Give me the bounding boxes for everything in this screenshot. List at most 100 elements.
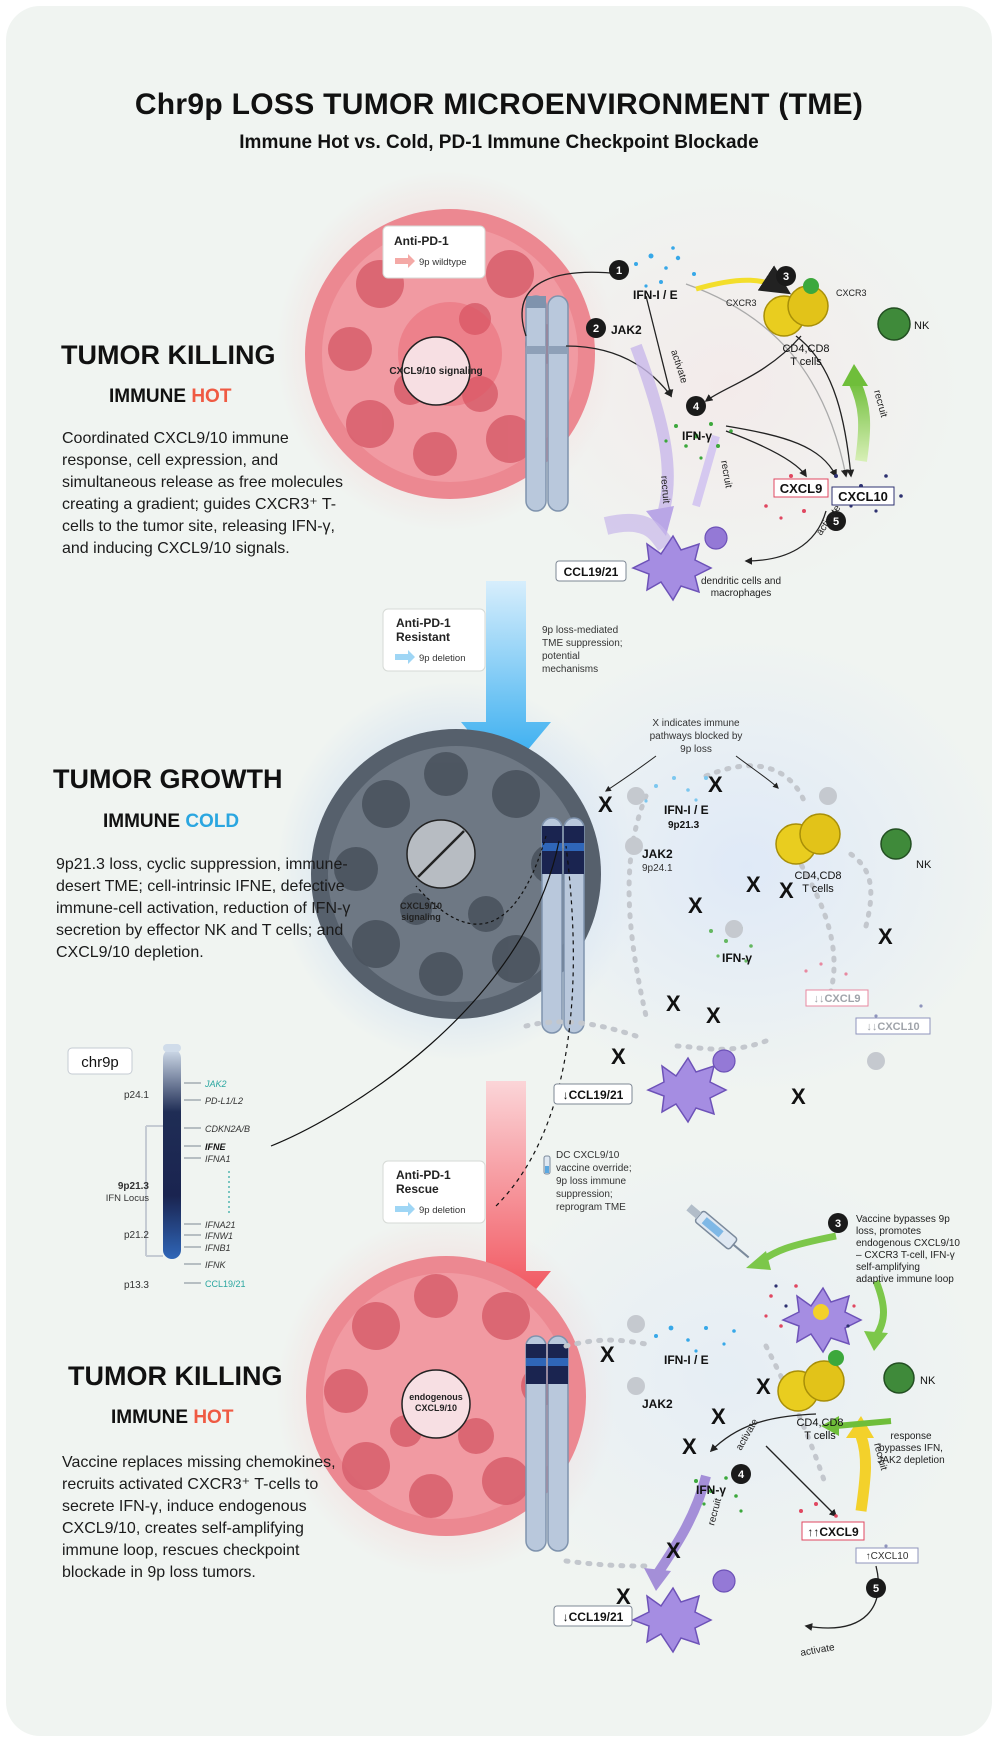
ccl-box-3	[553, 1605, 633, 1627]
jak2-label-1: JAK2	[611, 323, 642, 337]
section2-subheading: IMMUNE COLD	[103, 811, 239, 833]
section2-heading: TUMOR GROWTH	[53, 764, 283, 794]
gene-ifne: IFNE	[205, 1142, 226, 1152]
recruit-label-1a: recruit	[658, 475, 671, 504]
vaccine-dc	[764, 1284, 863, 1354]
response-note-2: JAK2 depletion	[877, 1455, 944, 1466]
step-2-label: 2	[593, 323, 599, 335]
tumor3-label-1: endogenous	[409, 1392, 463, 1402]
section2-sub-prefix: IMMUNE	[103, 811, 186, 832]
section1-subheading: IMMUNE HOT	[109, 386, 231, 408]
legend3-arrow	[395, 1202, 415, 1216]
section3-sub-prefix: IMMUNE	[111, 1407, 194, 1428]
legend3-title-1: Anti-PD-1	[396, 1168, 451, 1182]
cxcl10-box-2	[855, 1017, 931, 1035]
legend3-item: 9p deletion	[419, 1205, 465, 1216]
tcells-label-2a: CD4,CD8	[794, 870, 841, 882]
step3-marker-label: 3	[835, 1218, 841, 1230]
block-x-7: X	[666, 991, 681, 1016]
step-4: 4	[686, 396, 706, 416]
ifng-label-1: IFN-γ	[682, 429, 712, 443]
tcells-3	[777, 1350, 915, 1412]
gene-ifnb1: IFNB1	[205, 1243, 231, 1253]
vaccine-note-3: – CXCR3 T-cell, IFN-γ	[856, 1250, 955, 1261]
transition1-note-1: TME suppression;	[542, 638, 623, 649]
x-note-1: pathways blocked by	[650, 731, 743, 742]
transition2-note-4: reprogram TME	[556, 1202, 626, 1213]
cxcl9-label-2: ↓↓CXCL9	[813, 993, 860, 1005]
dendritic-cell-1	[631, 526, 728, 602]
grey-steps-2	[625, 787, 885, 1070]
cxcl9-box-3	[801, 1521, 865, 1541]
dendritic-cell-3	[631, 1569, 736, 1654]
dc-label-1a: dendritic cells and	[701, 576, 781, 587]
block-x-5: X	[779, 878, 794, 903]
x-note-2: 9p loss	[680, 744, 712, 755]
figure-panel: Chr9p LOSS TUMOR MICROENVIRONMENT (TME) …	[6, 6, 992, 1736]
vaccine-note-2: endogenous CXCL9/10	[856, 1238, 960, 1249]
step-5: 5	[826, 511, 846, 531]
ccl-label-3: ↓CCL19/21	[563, 1610, 624, 1624]
recruit-label-1b: recruit	[718, 460, 734, 489]
transition2-note-3: suppression;	[556, 1189, 613, 1200]
diagram-labels: Anti-PD-1 9p wildtype CXCL9/10 signaling	[67, 225, 960, 1659]
band-ifn-locus: IFN Locus	[106, 1193, 150, 1204]
response-note-0: response	[890, 1431, 932, 1442]
legend2-title-2: Resistant	[396, 630, 450, 644]
tcells-label-3a: CD4,CD8	[796, 1417, 843, 1429]
legend2-item: 9p deletion	[419, 653, 465, 664]
tcells-label-2b: T cells	[802, 883, 834, 895]
transition2-note-1: vaccine override;	[556, 1163, 632, 1174]
step-4-label: 4	[693, 401, 700, 413]
gene-ifna21: IFNA21	[205, 1220, 236, 1230]
response-note-1: bypasses IFN,	[879, 1443, 943, 1454]
steps-3	[627, 1315, 886, 1598]
gene-pdl1: PD-L1/L2	[205, 1096, 243, 1106]
ccl-box-1	[555, 560, 627, 582]
transition2-note-2: 9p loss immune	[556, 1176, 626, 1187]
gene-ifnw1: IFNW1	[205, 1231, 233, 1241]
legend2-title-1: Anti-PD-1	[396, 616, 451, 630]
tcells-2	[775, 813, 912, 865]
blocked-markers-3: X X X X X X	[600, 1342, 771, 1609]
ccl-box-2	[553, 1083, 633, 1105]
section2-sub-emph: COLD	[185, 811, 240, 832]
cxcl9-box-2	[805, 989, 869, 1007]
jak2-label-3: JAK2	[642, 1397, 673, 1411]
transition1-note-0: 9p loss-mediated	[542, 625, 618, 636]
ifn-ie-label-3: IFN-I / E	[664, 1353, 709, 1367]
cxcl9-label-1: CXCL9	[780, 481, 823, 496]
tumor2-label-2: signaling	[401, 912, 441, 922]
band-p13-3: p13.3	[124, 1280, 149, 1291]
dc-label-1b: macrophages	[711, 588, 772, 599]
legend1-title: Anti-PD-1	[394, 234, 449, 248]
transition1-note-2: potential	[542, 651, 580, 662]
activate-label-3a: activate	[734, 1417, 761, 1453]
band-p24: p24.1	[124, 1090, 149, 1101]
band-p21-2: p21.2	[124, 1230, 149, 1241]
x-note-0: X indicates immune	[652, 718, 740, 729]
step-3: 3	[776, 266, 796, 286]
block-x-10: X	[791, 1084, 806, 1109]
vaccine-note-5: adaptive immune loop	[856, 1274, 954, 1285]
section2-description: 9p21.3 loss, cyclic suppression, immune-…	[56, 856, 351, 961]
vaccine-note-1: loss, promotes	[856, 1226, 921, 1237]
step-2: 2	[586, 318, 606, 338]
section3-heading: TUMOR KILLING	[68, 1361, 283, 1391]
tcells-label-1a: CD4,CD8	[782, 343, 829, 355]
block-x-9: X	[611, 1044, 626, 1069]
legend3-title-2: Rescue	[396, 1182, 439, 1196]
ifng-dots-1	[664, 422, 733, 460]
chr-label-box	[67, 1047, 133, 1075]
jak2-label-2: JAK2	[642, 847, 673, 861]
blocked-markers-2: X X X X X X X X X X	[598, 772, 893, 1109]
block3-x-4: X	[682, 1434, 697, 1459]
gene-jak2: JAK2	[204, 1079, 227, 1089]
section1-description: Coordinated CXCL9/10 immune response, ce…	[62, 430, 344, 557]
legend1-arrow	[395, 254, 415, 268]
step3-marker: 3	[828, 1213, 848, 1233]
step-4-label-3: 4	[738, 1469, 745, 1481]
cxcl10-label-2: ↓↓CXCL10	[866, 1021, 919, 1033]
section3-sub-emph: HOT	[193, 1407, 234, 1428]
legend2-arrow	[395, 650, 415, 664]
